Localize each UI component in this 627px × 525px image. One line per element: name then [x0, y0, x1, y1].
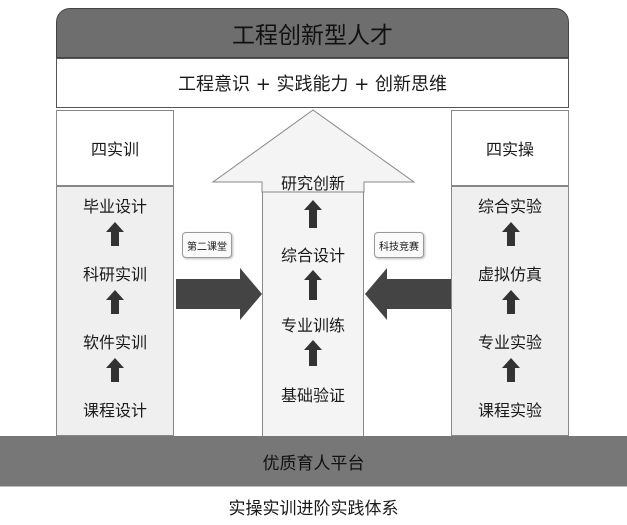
system-caption: 实操实训进阶实践体系 — [0, 486, 627, 525]
platform-bar: 优质育人平台 — [0, 436, 627, 486]
center-item-3: 专业训练 — [280, 316, 345, 335]
left-arrow-icon — [365, 268, 451, 320]
right-item-4: 课程实验 — [477, 401, 542, 420]
up-arrow-icon — [106, 358, 124, 382]
left-item-4: 课程设计 — [82, 401, 147, 420]
left-item-1: 毕业设计 — [82, 197, 147, 216]
left-header: 四实训 — [56, 110, 174, 186]
up-arrow-icon — [304, 200, 322, 228]
right-arrow-icon — [176, 268, 262, 320]
top-title: 工程创新型人才 — [56, 8, 569, 58]
right-header: 四实操 — [451, 110, 569, 186]
center-item-1: 研究创新 — [280, 174, 345, 193]
left-up-arrows — [106, 222, 124, 382]
up-arrow-icon — [502, 290, 520, 314]
big-up-arrow-head — [211, 109, 416, 193]
right-item-2: 虚拟仿真 — [477, 265, 542, 284]
up-arrow-icon — [106, 222, 124, 246]
left-item-3: 软件实训 — [82, 333, 147, 352]
up-arrow-icon — [304, 270, 322, 300]
center-item-4: 基础验证 — [280, 386, 345, 405]
up-arrow-icon — [304, 340, 322, 366]
right-connector-label: 科技竞赛 — [374, 232, 424, 258]
center-items: 研究创新 综合设计 专业训练 基础验证 — [262, 172, 364, 436]
right-item-1: 综合实验 — [477, 197, 542, 216]
up-arrow-icon — [502, 222, 520, 246]
left-connector-label: 第二课堂 — [182, 232, 232, 258]
up-arrow-icon — [502, 358, 520, 382]
left-item-2: 科研实训 — [82, 265, 147, 284]
right-item-3: 专业实验 — [477, 333, 542, 352]
center-item-2: 综合设计 — [280, 246, 345, 265]
center-up-arrows — [304, 200, 322, 366]
right-up-arrows — [502, 222, 520, 382]
ability-bar: 工程意识 + 实践能力 + 创新思维 — [56, 58, 569, 108]
up-arrow-icon — [106, 290, 124, 314]
